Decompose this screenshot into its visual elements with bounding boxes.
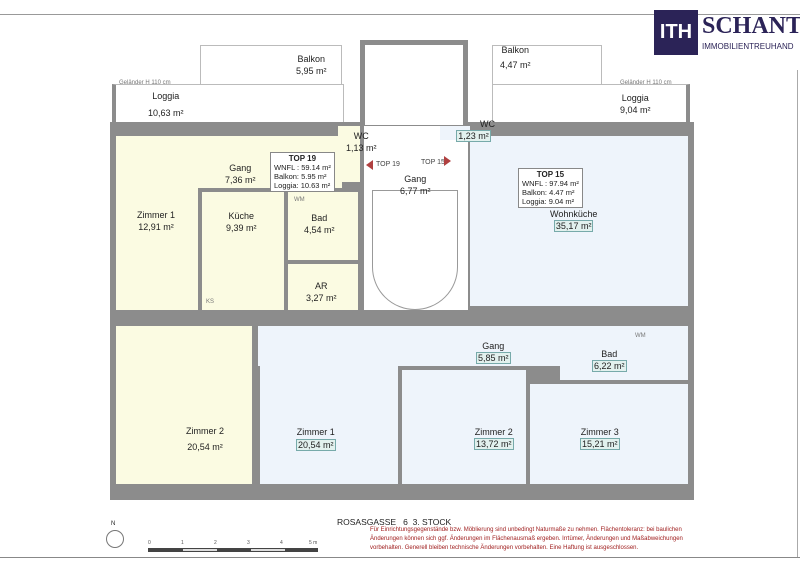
balkon-left-area: 5,95 m² bbox=[296, 66, 327, 76]
top15-zimmer2-label: Zimmer 2 bbox=[474, 427, 513, 437]
balkon-right-label: Balkon bbox=[501, 45, 530, 55]
brand-subtitle: IMMOBILIENTREUHAND bbox=[702, 41, 794, 52]
stair-gang-area: 6,77 m² bbox=[400, 186, 431, 196]
top15-gang-area: 5,85 m² bbox=[476, 352, 511, 364]
scale-tick: 5 m bbox=[309, 540, 318, 546]
top19-ar bbox=[288, 264, 358, 310]
top15-zimmer3-area: 15,21 m² bbox=[580, 438, 620, 450]
stair-gang-label: Gang bbox=[404, 174, 427, 184]
top19-zimmer2-area: 20,54 m² bbox=[187, 442, 223, 452]
top15-zimmer2 bbox=[402, 370, 526, 484]
loggia-right-label: Loggia bbox=[621, 93, 649, 103]
loggia-left-area: 10,63 m² bbox=[148, 108, 184, 118]
window bbox=[600, 122, 630, 136]
window bbox=[245, 122, 281, 136]
top19-kueche bbox=[202, 192, 284, 310]
top15-bad-area: 6,22 m² bbox=[592, 360, 627, 372]
railing-note-right: Geländer H 110 cm bbox=[620, 80, 672, 86]
window bbox=[130, 122, 150, 136]
scale-tick: 1 bbox=[181, 540, 184, 546]
window bbox=[168, 122, 204, 136]
elevator-shaft bbox=[360, 40, 468, 130]
top19-kueche-label: Küche bbox=[228, 211, 255, 221]
top19-loggia: Loggia: 10.63 m² bbox=[274, 181, 331, 190]
top15-entry-arrow-icon bbox=[444, 156, 451, 166]
scale-tick: 3 bbox=[247, 540, 250, 546]
window bbox=[534, 122, 564, 136]
loggia-left-label: Loggia bbox=[152, 91, 180, 101]
top19-ar-area: 3,27 m² bbox=[306, 293, 337, 303]
top19-gang-area: 7,36 m² bbox=[225, 175, 256, 185]
top19-zimmer1-label: Zimmer 1 bbox=[137, 210, 175, 220]
disclaimer: Für Einrichtungsgegenstände bzw. Möblier… bbox=[370, 527, 683, 551]
scale-tick: 4 bbox=[280, 540, 283, 546]
top15-entry-label: TOP 15 bbox=[421, 159, 445, 166]
top15-bad-label: Bad bbox=[601, 349, 618, 359]
window bbox=[125, 486, 155, 500]
window bbox=[578, 486, 618, 500]
right-rule bbox=[797, 70, 798, 557]
top15-zimmer2-area: 13,72 m² bbox=[474, 438, 514, 450]
brand-logo-mark: ITH bbox=[654, 10, 698, 55]
window bbox=[176, 486, 216, 500]
scale-tick: 0 bbox=[148, 540, 151, 546]
top15-wnfl: WNFL : 97.94 m² bbox=[522, 179, 579, 188]
washing-machine-label: WM bbox=[294, 197, 305, 203]
fridge-label: KS bbox=[206, 299, 215, 305]
top19-wnfl: WNFL : 59.14 m² bbox=[274, 163, 331, 172]
window bbox=[658, 486, 692, 500]
bottom-rule bbox=[0, 557, 800, 558]
top19-wc-label: WC bbox=[353, 131, 369, 141]
spiral-stair bbox=[372, 190, 458, 310]
top15-washing-machine-label: WM bbox=[635, 333, 646, 339]
window bbox=[255, 486, 295, 500]
loggia-left bbox=[112, 84, 344, 126]
top19-kueche-area: 9,39 m² bbox=[226, 223, 257, 233]
window bbox=[335, 486, 375, 500]
top19-title: TOP 19 bbox=[288, 154, 317, 163]
top15-gang-label: Gang bbox=[482, 341, 505, 351]
plan-title: ROSASGASSE 6 3. STOCK bbox=[337, 517, 452, 527]
top19-balkon: Balkon: 5.95 m² bbox=[274, 172, 327, 181]
top15-title: TOP 15 bbox=[536, 170, 565, 179]
top15-zimmer1-area: 20,54 m² bbox=[296, 439, 336, 451]
top15-balkon: Balkon: 4.47 m² bbox=[522, 188, 575, 197]
window bbox=[498, 486, 538, 500]
loggia-right-area: 9,04 m² bbox=[620, 105, 651, 115]
top15-wohnkueche-area: 35,17 m² bbox=[553, 220, 594, 232]
balkon-right-area: 4,47 m² bbox=[500, 60, 531, 70]
top-rule bbox=[0, 14, 800, 15]
loggia-right bbox=[492, 84, 690, 126]
top19-wc-area: 1,13 m² bbox=[346, 143, 377, 153]
railing-note-left: Geländer H 110 cm bbox=[119, 80, 171, 86]
top19-gang-label: Gang bbox=[229, 163, 252, 173]
scale-bar bbox=[148, 548, 318, 552]
top15-zimmer3-label: Zimmer 3 bbox=[580, 427, 619, 437]
top15-wc-label: WC bbox=[480, 119, 495, 129]
balkon-left-label: Balkon bbox=[297, 54, 326, 64]
scale-tick: 2 bbox=[214, 540, 217, 546]
compass-icon bbox=[106, 530, 124, 548]
top19-ar-label: AR bbox=[315, 281, 328, 291]
top19-entry-label: TOP 19 bbox=[376, 161, 400, 168]
north-label: N bbox=[111, 521, 116, 527]
top19-wc bbox=[338, 126, 360, 182]
top19-bad-area: 4,54 m² bbox=[304, 225, 335, 235]
top15-zimmer3 bbox=[530, 384, 688, 484]
brand-name: SCHANTL bbox=[702, 13, 800, 39]
top15-wohnkueche-label: Wohnküche bbox=[550, 209, 598, 219]
window bbox=[415, 486, 455, 500]
top15-zimmer1 bbox=[260, 330, 398, 484]
top19-bad-label: Bad bbox=[311, 213, 328, 223]
top19-zimmer2 bbox=[116, 326, 252, 484]
top15-zimmer1-label: Zimmer 1 bbox=[296, 427, 335, 437]
top19-entry-arrow-icon bbox=[366, 160, 373, 170]
top15-wc-area: 1,23 m² bbox=[456, 130, 491, 142]
top15-loggia: Loggia: 9.04 m² bbox=[522, 197, 575, 206]
top19-zimmer1-area: 12,91 m² bbox=[138, 222, 174, 232]
top19-bad bbox=[288, 192, 358, 260]
top19-zimmer2-label: Zimmer 2 bbox=[186, 426, 224, 436]
